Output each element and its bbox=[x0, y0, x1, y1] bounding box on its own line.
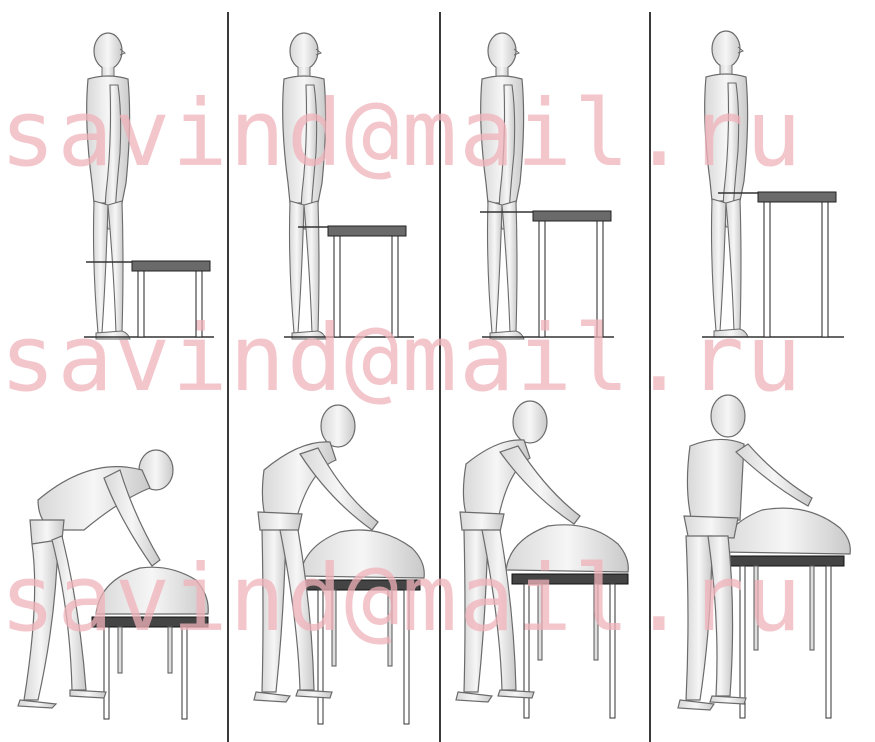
patient-body bbox=[300, 530, 424, 578]
panel-3-standing bbox=[480, 33, 614, 339]
table-medium-high bbox=[533, 211, 611, 337]
table-high bbox=[758, 192, 836, 337]
panel-3-massage bbox=[456, 401, 628, 718]
standing-figure bbox=[481, 33, 524, 339]
panel-4-massage bbox=[678, 395, 850, 718]
patient-body bbox=[506, 525, 628, 572]
standing-figure bbox=[283, 33, 326, 339]
panel-4-standing bbox=[702, 31, 844, 337]
table-low bbox=[132, 261, 210, 337]
panel-2-massage bbox=[254, 405, 424, 724]
standing-figure bbox=[87, 33, 130, 339]
panel-1-massage bbox=[18, 450, 208, 719]
patient-body bbox=[96, 567, 208, 614]
panel-1-standing bbox=[84, 33, 214, 339]
standing-figure bbox=[705, 31, 748, 337]
massage-table bbox=[726, 556, 844, 718]
table-medium bbox=[328, 226, 406, 337]
massage-table bbox=[92, 617, 208, 719]
massage-table bbox=[306, 580, 420, 724]
panel-2-standing bbox=[283, 33, 414, 339]
